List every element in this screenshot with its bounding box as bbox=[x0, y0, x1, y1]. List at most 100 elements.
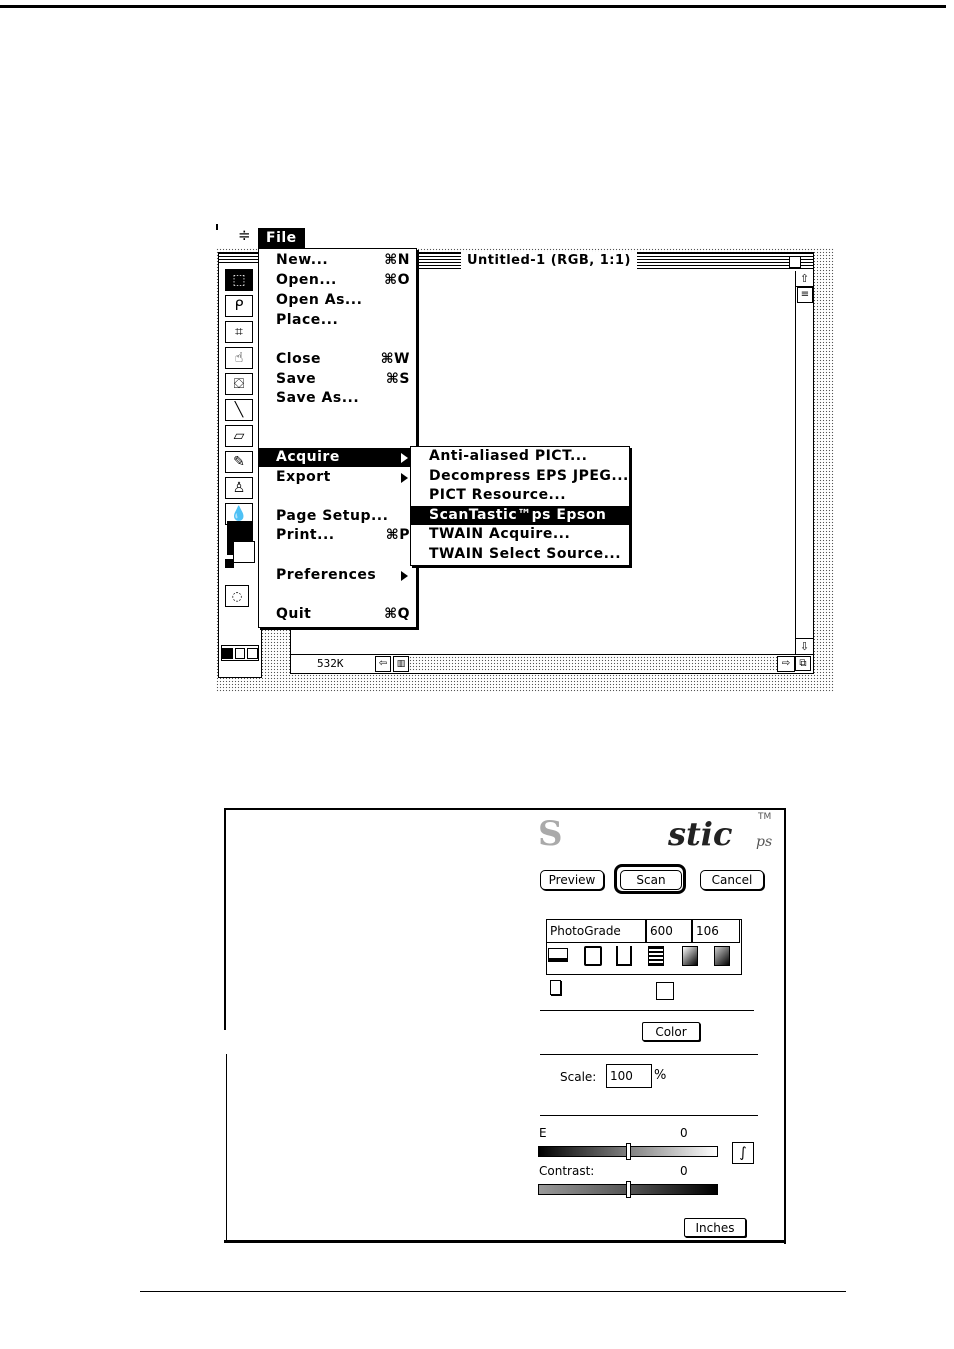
menu-item-shortcut: ⌘N bbox=[384, 252, 410, 268]
color-button[interactable]: Color bbox=[642, 1022, 700, 1041]
scroll-up-arrow-icon[interactable]: ⇧ bbox=[796, 271, 813, 287]
scan-button[interactable]: Scan bbox=[620, 870, 682, 890]
acquire-item-5[interactable]: TWAIN Select Source... bbox=[429, 546, 622, 562]
acquire-item-0[interactable]: Anti-aliased PICT... bbox=[429, 448, 588, 464]
scale-field[interactable]: 100 bbox=[606, 1064, 652, 1088]
screen-mode-icon[interactable] bbox=[221, 645, 259, 661]
resolution-field[interactable]: 600 bbox=[646, 919, 692, 943]
page-small-icon bbox=[550, 980, 561, 995]
file-menu-item-open[interactable]: Open...⌘O bbox=[259, 271, 416, 290]
file-menu-item-place[interactable]: Place... bbox=[259, 311, 416, 330]
cancel-button[interactable]: Cancel bbox=[700, 870, 764, 890]
file-menu-item-acquire[interactable]: Acquire bbox=[259, 448, 416, 467]
scantastic-dialog: S stic ps TM Preview Scan Cancel PhotoGr… bbox=[224, 808, 786, 1244]
menu-item-label: Print... bbox=[276, 527, 335, 543]
menu-item-label: Close bbox=[276, 351, 322, 367]
dark-page-icon[interactable] bbox=[714, 946, 730, 966]
apple-menu-icon[interactable]: ≑ bbox=[238, 226, 251, 244]
file-menu-item-save[interactable]: Save ⌘S bbox=[259, 370, 416, 389]
contrast-label: Contrast: bbox=[539, 1164, 595, 1178]
vertical-scrollbar[interactable]: ⇧ ≡ ⇩ bbox=[795, 271, 813, 654]
menu-item-label: Page Setup... bbox=[276, 508, 389, 524]
top-rule bbox=[0, 5, 946, 8]
crop-checkbox[interactable] bbox=[656, 982, 674, 1000]
scroll-thumb[interactable]: ≡ bbox=[797, 287, 813, 303]
divider-3 bbox=[540, 1115, 758, 1116]
document-title: Untitled-1 (RGB, 1:1) bbox=[461, 252, 637, 270]
logo-main-text: stic bbox=[668, 815, 733, 853]
acquire-item-1[interactable]: Decompress EPS JPEG... bbox=[429, 467, 629, 484]
scroll-down-arrow-icon[interactable]: ⇩ bbox=[796, 638, 813, 654]
acquire-item-3[interactable]: ScanTastic™ps Epson bbox=[411, 505, 629, 525]
file-menu-item-quit[interactable]: Quit ⌘Q bbox=[259, 605, 416, 624]
horizontal-scroll-thumb[interactable]: ▥ bbox=[393, 656, 409, 672]
preview-button[interactable]: Preview bbox=[540, 870, 604, 890]
brightness-slider-thumb[interactable] bbox=[626, 1143, 631, 1160]
menubar-corner-mark bbox=[216, 224, 218, 230]
scroll-left-arrow-icon[interactable]: ⇦ bbox=[375, 656, 391, 672]
quick-mask-icon[interactable]: ◌ bbox=[225, 585, 249, 607]
bottom-bar: 532K ⇦ ▥ ⇨ ⧉ bbox=[291, 654, 813, 673]
menu-bar bbox=[216, 222, 834, 248]
tool-palette: ⬚ᑭ⌗☝⛋╲▱✎♙💧 ◌ bbox=[218, 252, 262, 678]
file-menu-item-new[interactable]: New... ⌘N bbox=[259, 251, 416, 270]
dialog-top-border bbox=[224, 808, 786, 810]
menu-item-label: Save As... bbox=[276, 390, 360, 406]
line-icon[interactable]: ╲ bbox=[225, 399, 253, 421]
file-menu-item-preferences[interactable]: Preferences bbox=[259, 566, 416, 585]
eyedropper-icon[interactable]: ✎ bbox=[225, 451, 253, 473]
zoom-box-icon[interactable] bbox=[789, 256, 801, 268]
bucket-icon[interactable] bbox=[616, 946, 632, 966]
file-menu-item-open-as[interactable]: Open As... bbox=[259, 291, 416, 310]
eraser-icon[interactable]: ▱ bbox=[225, 425, 253, 447]
resize-box-icon[interactable]: ⧉ bbox=[795, 656, 811, 671]
stamp-icon[interactable]: ♙ bbox=[225, 477, 253, 499]
menu-item-label: Acquire bbox=[276, 449, 340, 465]
scanner-icon[interactable] bbox=[548, 948, 568, 962]
curve-icon[interactable]: ∫ bbox=[732, 1142, 754, 1164]
paint-bucket-icon[interactable]: ⛋ bbox=[225, 373, 253, 395]
background-color-swatch[interactable] bbox=[233, 541, 255, 563]
file-menu-item-page-setup[interactable]: Page Setup... bbox=[259, 507, 416, 526]
acquire-submenu: Anti-aliased PICT... Decompress EPS JPEG.… bbox=[410, 446, 630, 566]
swap-colors-icon[interactable] bbox=[225, 559, 234, 568]
file-menu-item-close[interactable]: Close ⌘W bbox=[259, 350, 416, 369]
scroll-right-arrow-icon[interactable]: ⇨ bbox=[777, 656, 795, 672]
menu-item-label: New... bbox=[276, 252, 329, 268]
file-menu-item-print[interactable]: Print... ⌘P bbox=[259, 526, 416, 545]
crop-icon[interactable]: ⌗ bbox=[225, 321, 253, 343]
hand-icon[interactable]: ☝ bbox=[225, 347, 253, 369]
divider-1 bbox=[540, 1010, 754, 1011]
gradient-page-icon[interactable] bbox=[682, 946, 698, 966]
marquee-icon[interactable]: ⬚ bbox=[225, 269, 253, 291]
menu-item-shortcut: ⌘O bbox=[384, 272, 410, 288]
dialog-right-border bbox=[784, 808, 786, 1244]
horizontal-scrollbar[interactable] bbox=[409, 656, 777, 671]
bottom-rule bbox=[140, 1291, 846, 1292]
lasso-icon[interactable]: ᑭ bbox=[225, 295, 253, 317]
contrast-slider-thumb[interactable] bbox=[626, 1181, 631, 1198]
file-menu-item-save-as[interactable]: Save As... bbox=[259, 389, 416, 408]
menu-item-shortcut: ⌘S bbox=[385, 371, 410, 387]
logo-subscript: ps bbox=[756, 834, 773, 850]
menu-item-shortcut: ⌘W bbox=[380, 351, 410, 367]
submenu-arrow-icon bbox=[401, 473, 408, 483]
file-menu-item-export[interactable]: Export bbox=[259, 468, 416, 487]
halftone-icon[interactable] bbox=[648, 946, 664, 966]
logo-trademark: TM bbox=[758, 812, 772, 822]
acquire-item-4[interactable]: TWAIN Acquire... bbox=[429, 526, 571, 543]
menu-item-label: Quit bbox=[276, 606, 312, 622]
mode-select[interactable]: PhotoGrade bbox=[546, 919, 646, 943]
divider-2 bbox=[540, 1054, 758, 1055]
acquire-item-2[interactable]: PICT Resource... bbox=[429, 487, 567, 504]
menu-item-label: Export bbox=[276, 469, 331, 485]
file-menu-title[interactable]: File bbox=[258, 228, 305, 248]
units-button[interactable]: Inches bbox=[684, 1218, 746, 1237]
scale-label: Scale: bbox=[560, 1070, 597, 1084]
menu-item-shortcut: ⌘Q bbox=[384, 606, 410, 622]
third-value-field[interactable]: 106 bbox=[692, 919, 740, 943]
menu-item-label: Save bbox=[276, 371, 317, 387]
dialog-left-border-upper bbox=[224, 808, 226, 1030]
document-photo-icon[interactable] bbox=[584, 946, 602, 966]
menu-item-shortcut: ⌘P bbox=[385, 527, 410, 543]
